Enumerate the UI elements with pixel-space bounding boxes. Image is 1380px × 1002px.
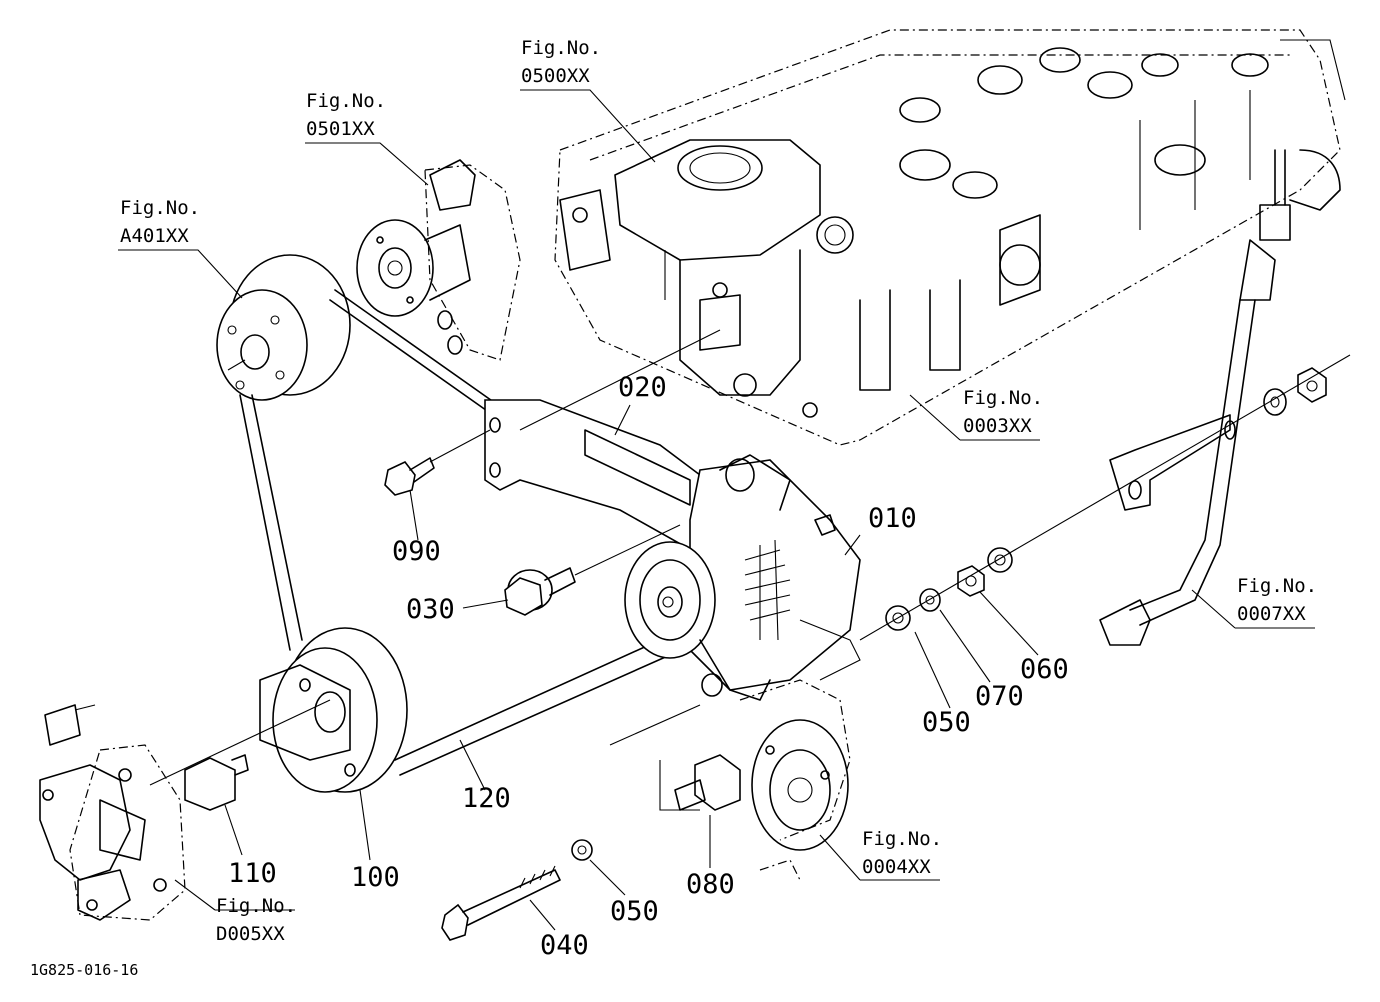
- figure-ref-0003: Fig.No. 0003XX: [963, 387, 1043, 437]
- fig-number: 0007XX: [1237, 603, 1306, 625]
- fig-caption: Fig.No.: [120, 197, 200, 219]
- oil-pipe: [1099, 149, 1341, 646]
- figure-ref-0004: Fig.No. 0004XX: [862, 828, 942, 878]
- part-label-100: 100: [351, 862, 400, 893]
- washer-050-lower: [571, 839, 593, 861]
- part-label-050-lower: 050: [610, 896, 659, 927]
- part-label-090: 090: [392, 536, 441, 567]
- fig-number: 0501XX: [306, 118, 375, 140]
- alternator-bracket: [484, 329, 726, 556]
- part-label-120: 120: [462, 783, 511, 814]
- part-label-060: 060: [1020, 654, 1069, 685]
- water-pump: [356, 159, 521, 361]
- part-label-070: 070: [975, 681, 1024, 712]
- fig-caption: Fig.No.: [521, 37, 601, 59]
- drawing-code: 1G825-016-16: [30, 961, 138, 979]
- bolt-090: [384, 429, 491, 496]
- part-label-050-upper: 050: [922, 707, 971, 738]
- gear-case: [39, 704, 186, 921]
- oil-pump-flange: [739, 679, 851, 881]
- fig-caption: Fig.No.: [963, 387, 1043, 409]
- bolt-030: [504, 524, 681, 616]
- figure-ref-0501: Fig.No. 0501XX: [306, 90, 386, 140]
- alternator: [624, 454, 861, 701]
- part-label-010: 010: [868, 503, 917, 534]
- part-label-020: 020: [618, 372, 667, 403]
- figure-ref-0007: Fig.No. 0007XX: [1237, 575, 1317, 625]
- fig-number: A401XX: [120, 225, 189, 247]
- washer-right: [987, 547, 1013, 573]
- fan-belt: [239, 289, 671, 776]
- bolt-040: [441, 865, 561, 941]
- fig-number: D005XX: [216, 923, 285, 945]
- nut-far-right: [1297, 367, 1327, 403]
- crank-pulley: [149, 627, 408, 793]
- figure-ref-0500: Fig.No. 0500XX: [521, 37, 601, 87]
- part-label-080: 080: [686, 869, 735, 900]
- washer-far-right: [1263, 388, 1287, 416]
- part-label-040: 040: [540, 930, 589, 961]
- leader-lines: [118, 89, 1315, 931]
- spacer-080: [659, 754, 741, 811]
- part-label-030: 030: [406, 594, 455, 625]
- fan-pulley: [216, 254, 351, 401]
- figure-ref-D005: Fig.No. D005XX: [216, 895, 296, 945]
- fig-caption: Fig.No.: [216, 895, 296, 917]
- fig-caption: Fig.No.: [1237, 575, 1317, 597]
- bolt-110: [184, 754, 249, 811]
- figure-ref-A401: Fig.No. A401XX: [120, 197, 200, 247]
- fig-number: 0500XX: [521, 65, 590, 87]
- fig-number: 0004XX: [862, 856, 931, 878]
- part-label-110: 110: [228, 858, 277, 889]
- fig-caption: Fig.No.: [862, 828, 942, 850]
- assembly-axis-lines: [609, 354, 1351, 746]
- fig-caption: Fig.No.: [306, 90, 386, 112]
- fig-number: 0003XX: [963, 415, 1032, 437]
- cylinder-head: [554, 29, 1346, 446]
- lock-washer-070: [919, 588, 941, 612]
